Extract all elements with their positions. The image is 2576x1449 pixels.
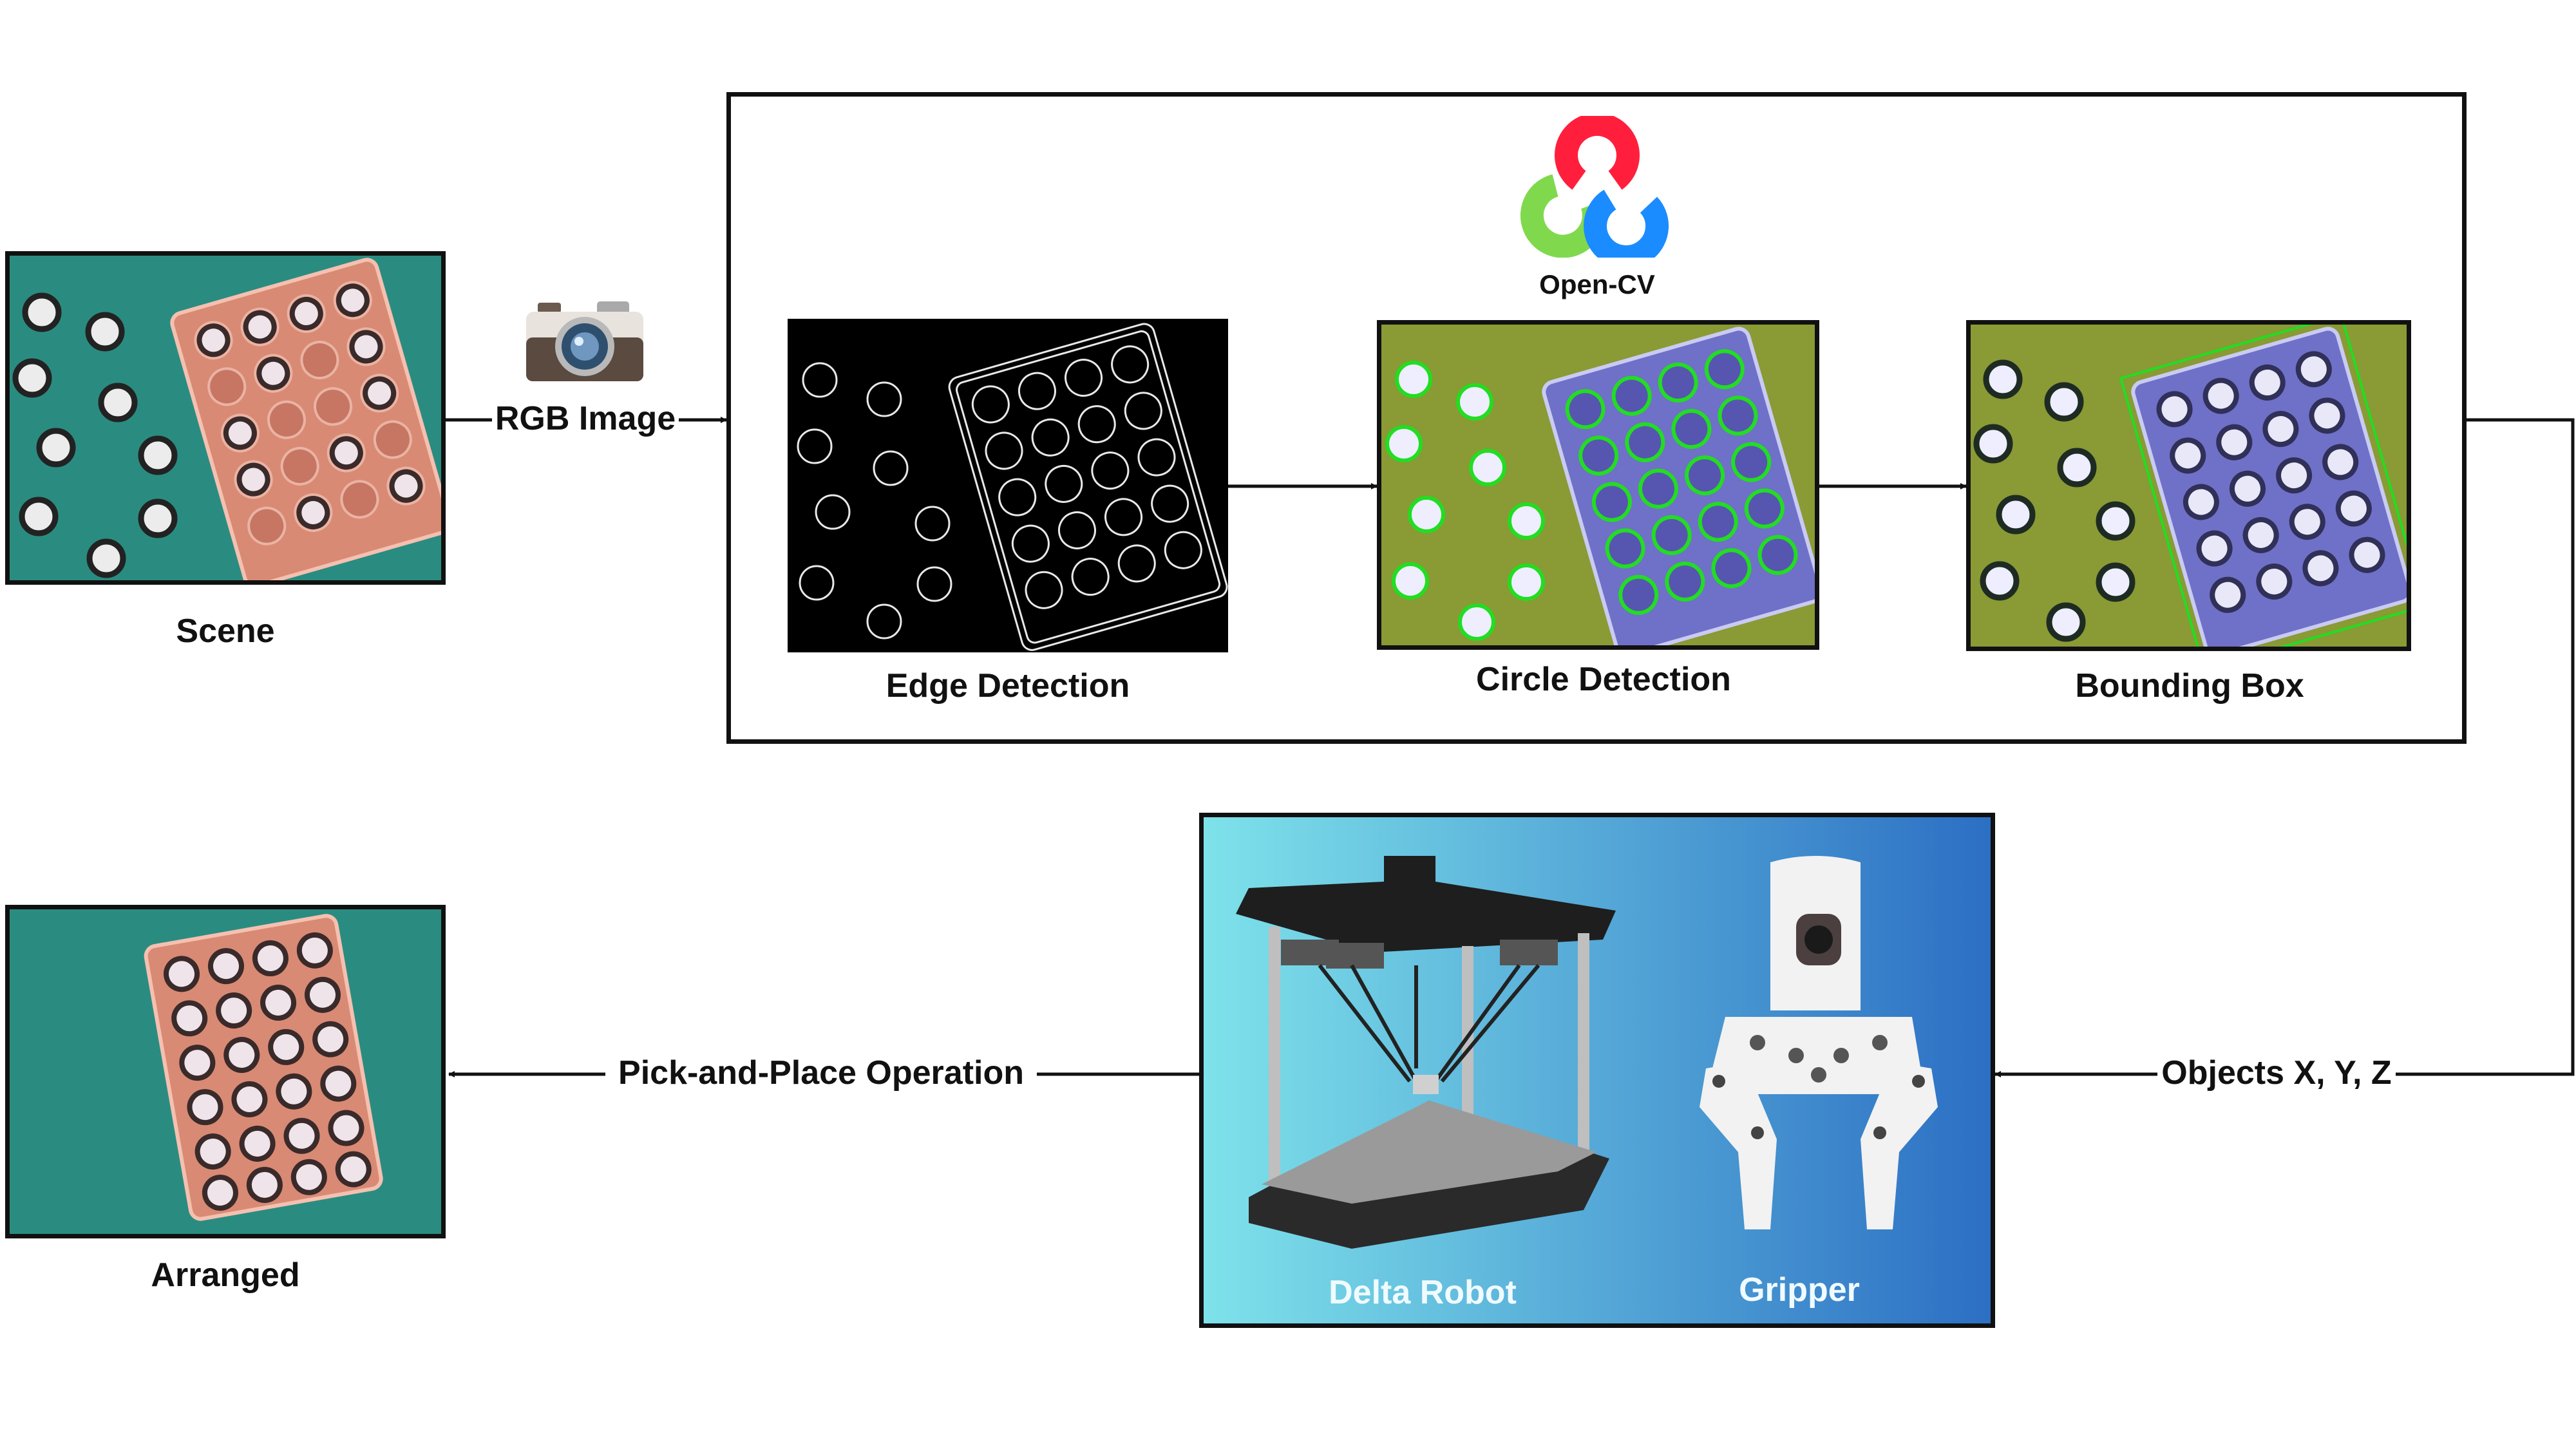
edge-detection-caption: Edge Detection bbox=[886, 667, 1130, 705]
opencv-pipeline-box bbox=[726, 92, 2467, 744]
arranged-tray bbox=[144, 914, 383, 1221]
robot-panel: Delta Robot Gripper bbox=[1199, 813, 1995, 1328]
scene-image bbox=[5, 251, 446, 585]
gripper-caption: Gripper bbox=[1739, 1271, 1860, 1309]
opencv-logo bbox=[1520, 116, 1674, 258]
delta-robot-illustration bbox=[1236, 856, 1616, 1249]
pick-and-place-label: Pick-and-Place Operation bbox=[605, 1054, 1037, 1092]
scene-caption: Scene bbox=[176, 612, 275, 650]
arranged-caption: Arranged bbox=[151, 1256, 300, 1294]
circle-detection-image bbox=[1377, 320, 1819, 650]
gripper-illustration bbox=[1700, 856, 1938, 1229]
bounding-box-caption: Bounding Box bbox=[2075, 667, 2304, 705]
tray bbox=[170, 258, 441, 580]
opencv-logo-text: Open-CV bbox=[1539, 269, 1655, 299]
bounding-box-image bbox=[1966, 320, 2411, 651]
loose-objects bbox=[12, 292, 178, 578]
objects-xyz-label: Objects X, Y, Z bbox=[2157, 1054, 2396, 1092]
rgb-image-label: RGB Image bbox=[492, 399, 679, 438]
edge-detection-image bbox=[788, 319, 1228, 652]
circle-detection-caption: Circle Detection bbox=[1476, 661, 1731, 698]
scene-illustration bbox=[10, 256, 441, 580]
arranged-image bbox=[5, 905, 446, 1238]
camera-icon bbox=[525, 301, 645, 383]
delta-robot-caption: Delta Robot bbox=[1329, 1274, 1517, 1311]
